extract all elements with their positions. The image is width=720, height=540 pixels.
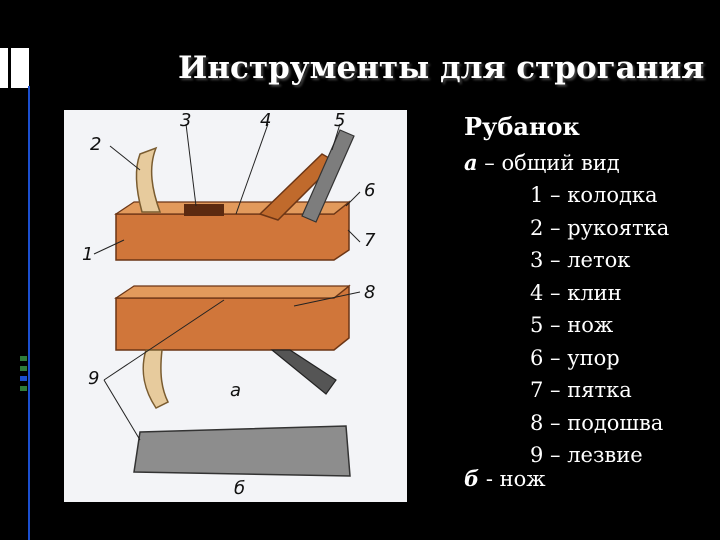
view-b-text: - нож [479, 467, 546, 491]
callout-5: 5 [334, 110, 345, 131]
plane-mouth [184, 204, 224, 216]
knife-blade [133, 425, 351, 477]
slide-subtitle: Рубанок [464, 112, 580, 141]
blue-accent-strip [28, 86, 30, 540]
callout-6: 6 [364, 180, 375, 201]
plane-body-bottom-face [114, 285, 351, 299]
view-b-letter: б [464, 466, 480, 491]
plane-blade-bottom [270, 349, 337, 395]
callout-4: 4 [260, 110, 271, 131]
leader-lines [93, 123, 361, 441]
callout-8: 8 [364, 282, 375, 303]
view-a-letter: а [464, 150, 478, 175]
view-a-line: а – общий вид [464, 150, 620, 175]
callout-3: 3 [180, 110, 191, 131]
list-item: 1 – колодка [530, 183, 658, 207]
label-a: а [230, 380, 241, 401]
label-b: б [234, 478, 245, 499]
plane-handle-bottom [142, 349, 170, 409]
plane-illustration: 1 2 3 4 5 6 7 8 9 а б [64, 110, 407, 502]
callout-7: 7 [364, 230, 376, 251]
view-b-line: б - нож [464, 466, 546, 491]
view-a-text: – общий вид [477, 151, 620, 175]
callout-1: 1 [82, 244, 93, 265]
plane-handle [135, 146, 162, 213]
callout-2: 2 [90, 134, 101, 155]
list-item: 3 – леток [530, 248, 631, 272]
deco-block-left [0, 48, 8, 88]
list-item: 7 – пятка [530, 378, 632, 402]
plane-blade [301, 129, 355, 223]
list-item: 8 – подошва [530, 410, 664, 435]
deco-block-left-2 [11, 48, 29, 88]
accent-tick [20, 356, 27, 361]
list-item: 6 – упор [530, 345, 620, 370]
callout-9: 9 [88, 368, 99, 389]
list-item: 4 – клин [530, 280, 622, 305]
accent-tick [20, 376, 27, 381]
accent-tick [20, 386, 27, 391]
accent-tick [20, 366, 27, 371]
list-item: 9 – лезвие [530, 443, 643, 467]
slide-title: Инструменты для строгания [178, 50, 705, 86]
parts-list: 1 – колодка 2 – рукоятка 3 – леток 4 – к… [530, 179, 669, 472]
list-item: 2 – рукоятка [530, 215, 670, 240]
plane-diagram: 1 2 3 4 5 6 7 8 9 а б [82, 110, 376, 499]
list-item: 5 – нож [530, 313, 614, 337]
